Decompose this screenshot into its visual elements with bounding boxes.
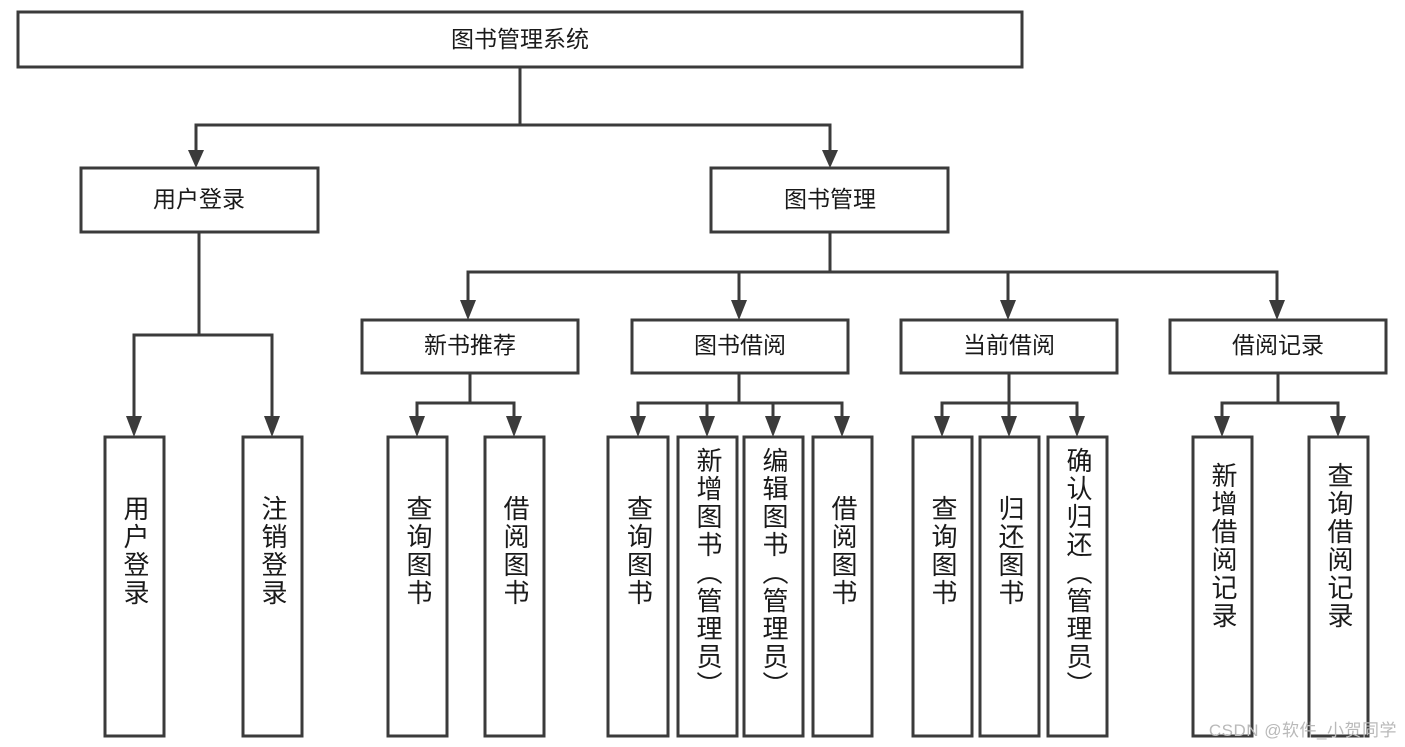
node-borrow-record[interactable]: 借阅记录: [1168, 318, 1388, 375]
node-leaf-borrow-book-1[interactable]: [483, 435, 546, 738]
node-user-login-label: 用户登录: [153, 186, 245, 212]
node-new-book-recommend[interactable]: 新书推荐: [360, 318, 580, 375]
node-leaf-confirm-return[interactable]: [1046, 435, 1109, 738]
node-leaf-query-record[interactable]: [1307, 435, 1370, 738]
node-borrow-record-label: 借阅记录: [1232, 332, 1324, 358]
node-current-borrow-label: 当前借阅: [963, 332, 1055, 358]
node-leaf-edit-book[interactable]: [742, 435, 805, 738]
node-leaf-add-record[interactable]: [1191, 435, 1254, 738]
node-current-borrow[interactable]: 当前借阅: [899, 318, 1119, 375]
node-leaf-return-book[interactable]: [978, 435, 1041, 738]
node-leaf-add-book[interactable]: [676, 435, 739, 738]
node-leaf-borrow-book-2[interactable]: [811, 435, 874, 738]
node-leaf-query-book-3[interactable]: [911, 435, 974, 738]
connector-bookmanage-to-level3: [460, 230, 1285, 320]
node-new-book-recommend-label: 新书推荐: [424, 332, 516, 358]
connector-newbookrec-to-leaves: [409, 371, 522, 437]
connector-borrowrecord-to-leaves: [1214, 371, 1346, 437]
connector-bookborrow-to-leaves: [630, 371, 850, 437]
connector-root-to-level2: [188, 65, 838, 168]
node-leaf-logout[interactable]: [241, 435, 304, 738]
leaf-boxes: [103, 435, 1370, 738]
node-leaf-user-login[interactable]: [103, 435, 166, 738]
node-user-login[interactable]: 用户登录: [79, 166, 320, 234]
node-leaf-query-book-1[interactable]: [386, 435, 449, 738]
node-book-borrow-label: 图书借阅: [694, 332, 786, 358]
node-root-label: 图书管理系统: [451, 26, 589, 52]
connector-userlogin-to-leaves: [126, 230, 280, 437]
watermark-text: CSDN @软件_小贺同学: [1208, 721, 1397, 740]
node-book-manage[interactable]: 图书管理: [709, 166, 950, 234]
connector-currentborrow-to-leaves: [934, 371, 1085, 437]
node-root[interactable]: 图书管理系统: [16, 10, 1024, 69]
node-book-manage-label: 图书管理: [784, 186, 876, 212]
node-book-borrow[interactable]: 图书借阅: [630, 318, 850, 375]
node-leaf-query-book-2[interactable]: [606, 435, 670, 738]
